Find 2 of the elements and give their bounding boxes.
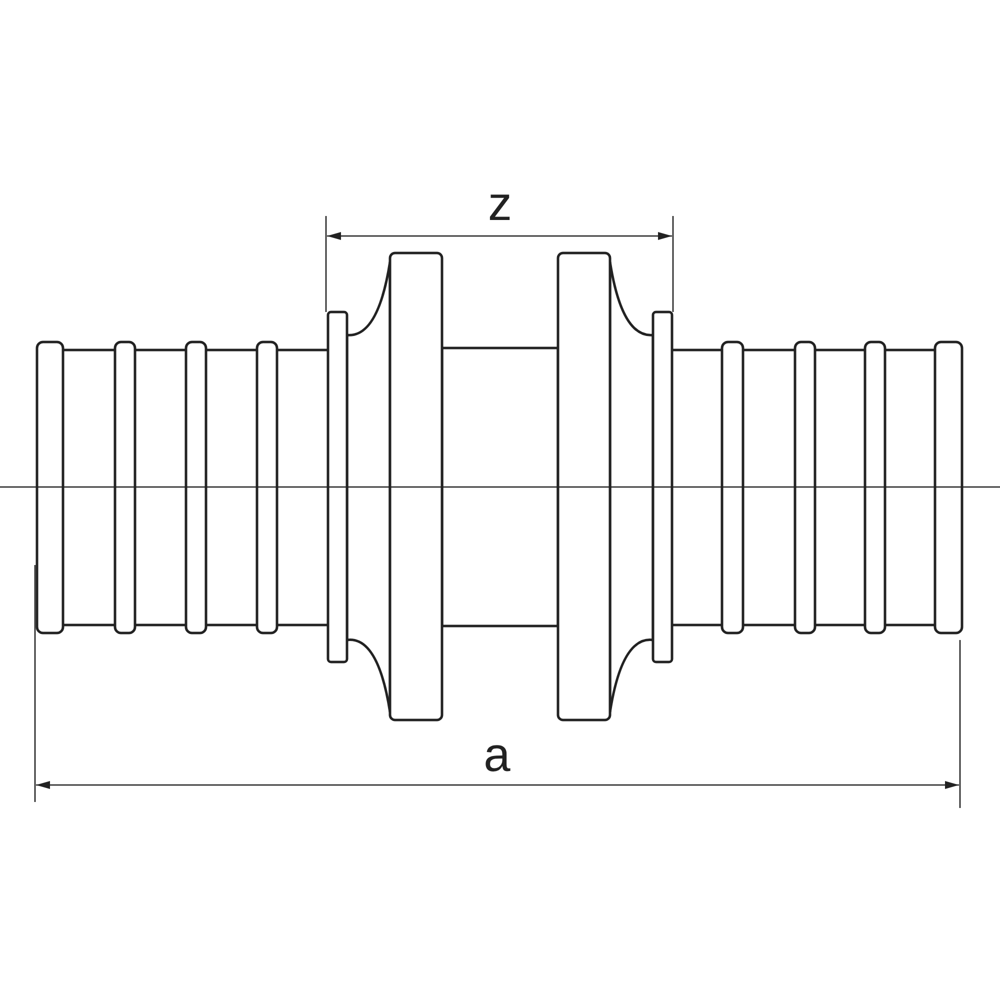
- dimension-label: z: [488, 181, 512, 229]
- dimension-label: a: [484, 732, 510, 780]
